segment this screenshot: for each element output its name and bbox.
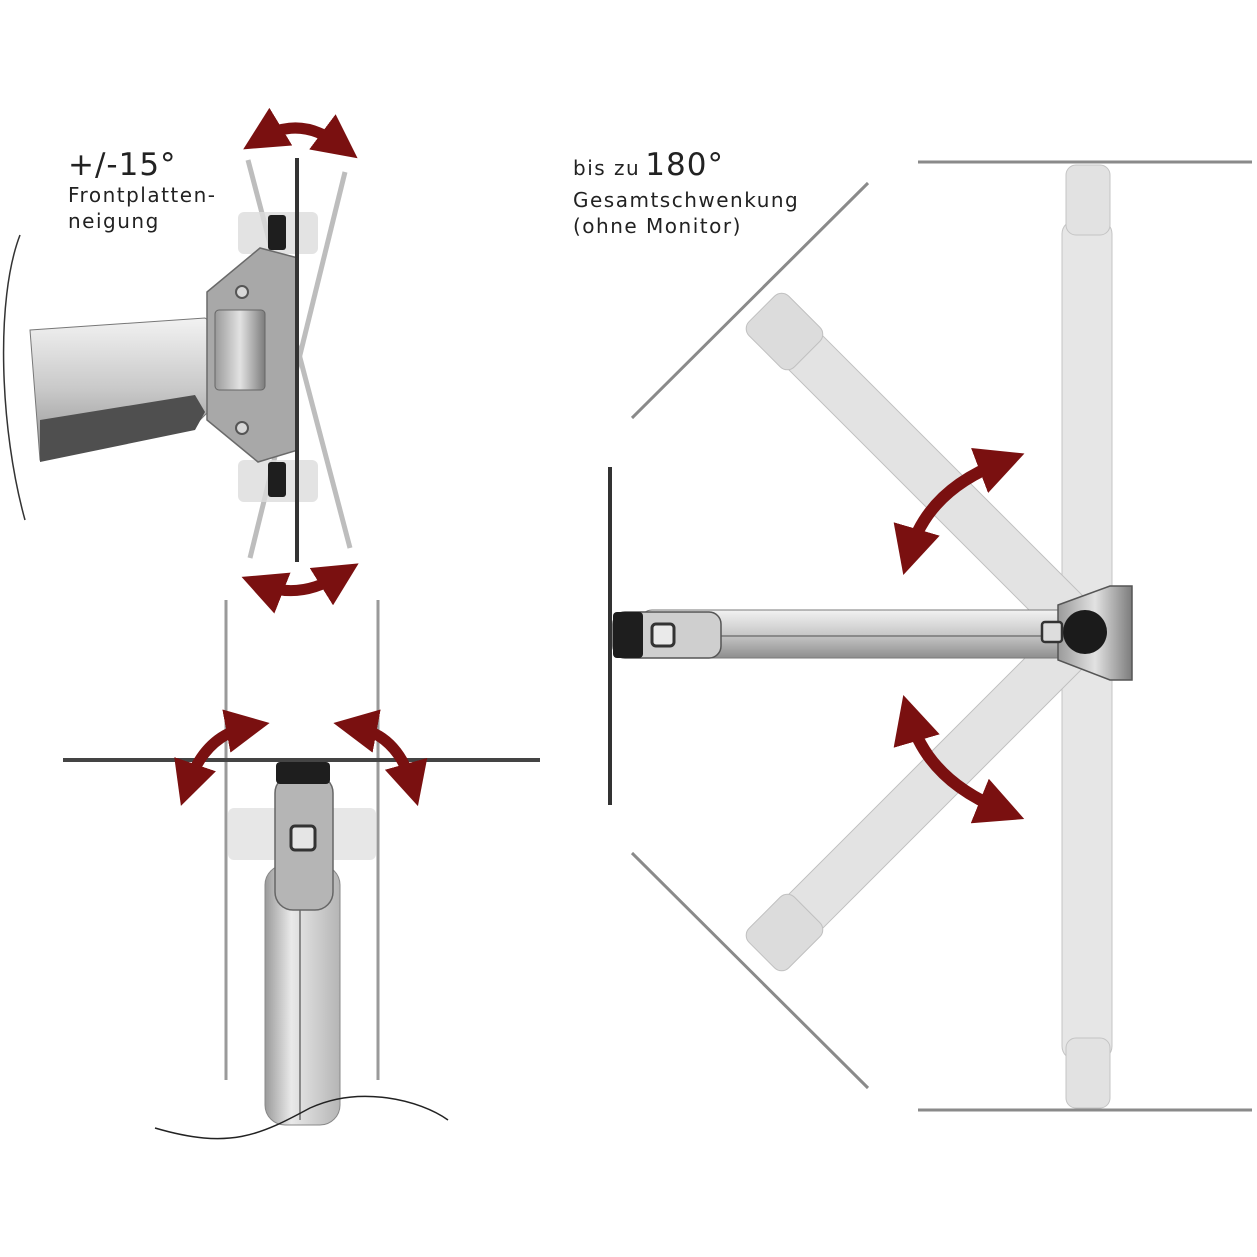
knob-icon (268, 215, 286, 250)
swivel-caption-line1: Gesamtschwenkung (573, 188, 800, 212)
swivel-angle-text: 180° (645, 147, 724, 183)
swivel-caption-line2: (ohne Monitor) (573, 214, 742, 238)
swivel-arrow-lower-icon (893, 694, 1025, 824)
pan-arrow-right-icon (333, 709, 428, 807)
screw-icon (1040, 620, 1064, 644)
ghost-clamp-top (1065, 164, 1111, 236)
tilt-caption-line2: neigung (68, 209, 160, 233)
tilt-angle-text: +/-15° (68, 147, 177, 183)
swivel-label: bis zu 180° Gesamtschwenkung (ohne Monit… (573, 148, 799, 239)
tilt-view (2, 107, 359, 614)
screw-icon (235, 285, 249, 299)
swivel-view (608, 160, 1252, 1112)
swivel-arrow-upper-icon (893, 448, 1025, 576)
ghost-clamp-bottom (1065, 1037, 1111, 1109)
pan-arrow-left-icon (174, 709, 270, 806)
swivel-limit-upper-diag (630, 181, 870, 420)
knob-icon (268, 462, 286, 497)
tilt-hinge-pin (214, 309, 266, 391)
monitor-clamp-knob (613, 612, 643, 658)
screw-icon (650, 622, 676, 648)
pan-hinge-knob (276, 762, 330, 784)
tilt-caption-line1: Frontplatten- (68, 183, 217, 207)
tilt-arrow-top-icon (243, 107, 358, 159)
desk-edge-curve (154, 1095, 449, 1140)
tilt-arrow-bottom-icon (241, 563, 359, 614)
screw-icon (235, 421, 249, 435)
desk-edge-curve (2, 234, 26, 521)
tilt-label: +/-15° Frontplatten- neigung (68, 148, 216, 234)
pan-view (63, 600, 540, 1140)
swivel-prefix: bis zu (573, 156, 641, 180)
screw-icon (289, 824, 317, 852)
arm-underside (40, 395, 205, 462)
swivel-limit-lower-diag (630, 851, 870, 1090)
hub-pivot (1063, 610, 1107, 654)
